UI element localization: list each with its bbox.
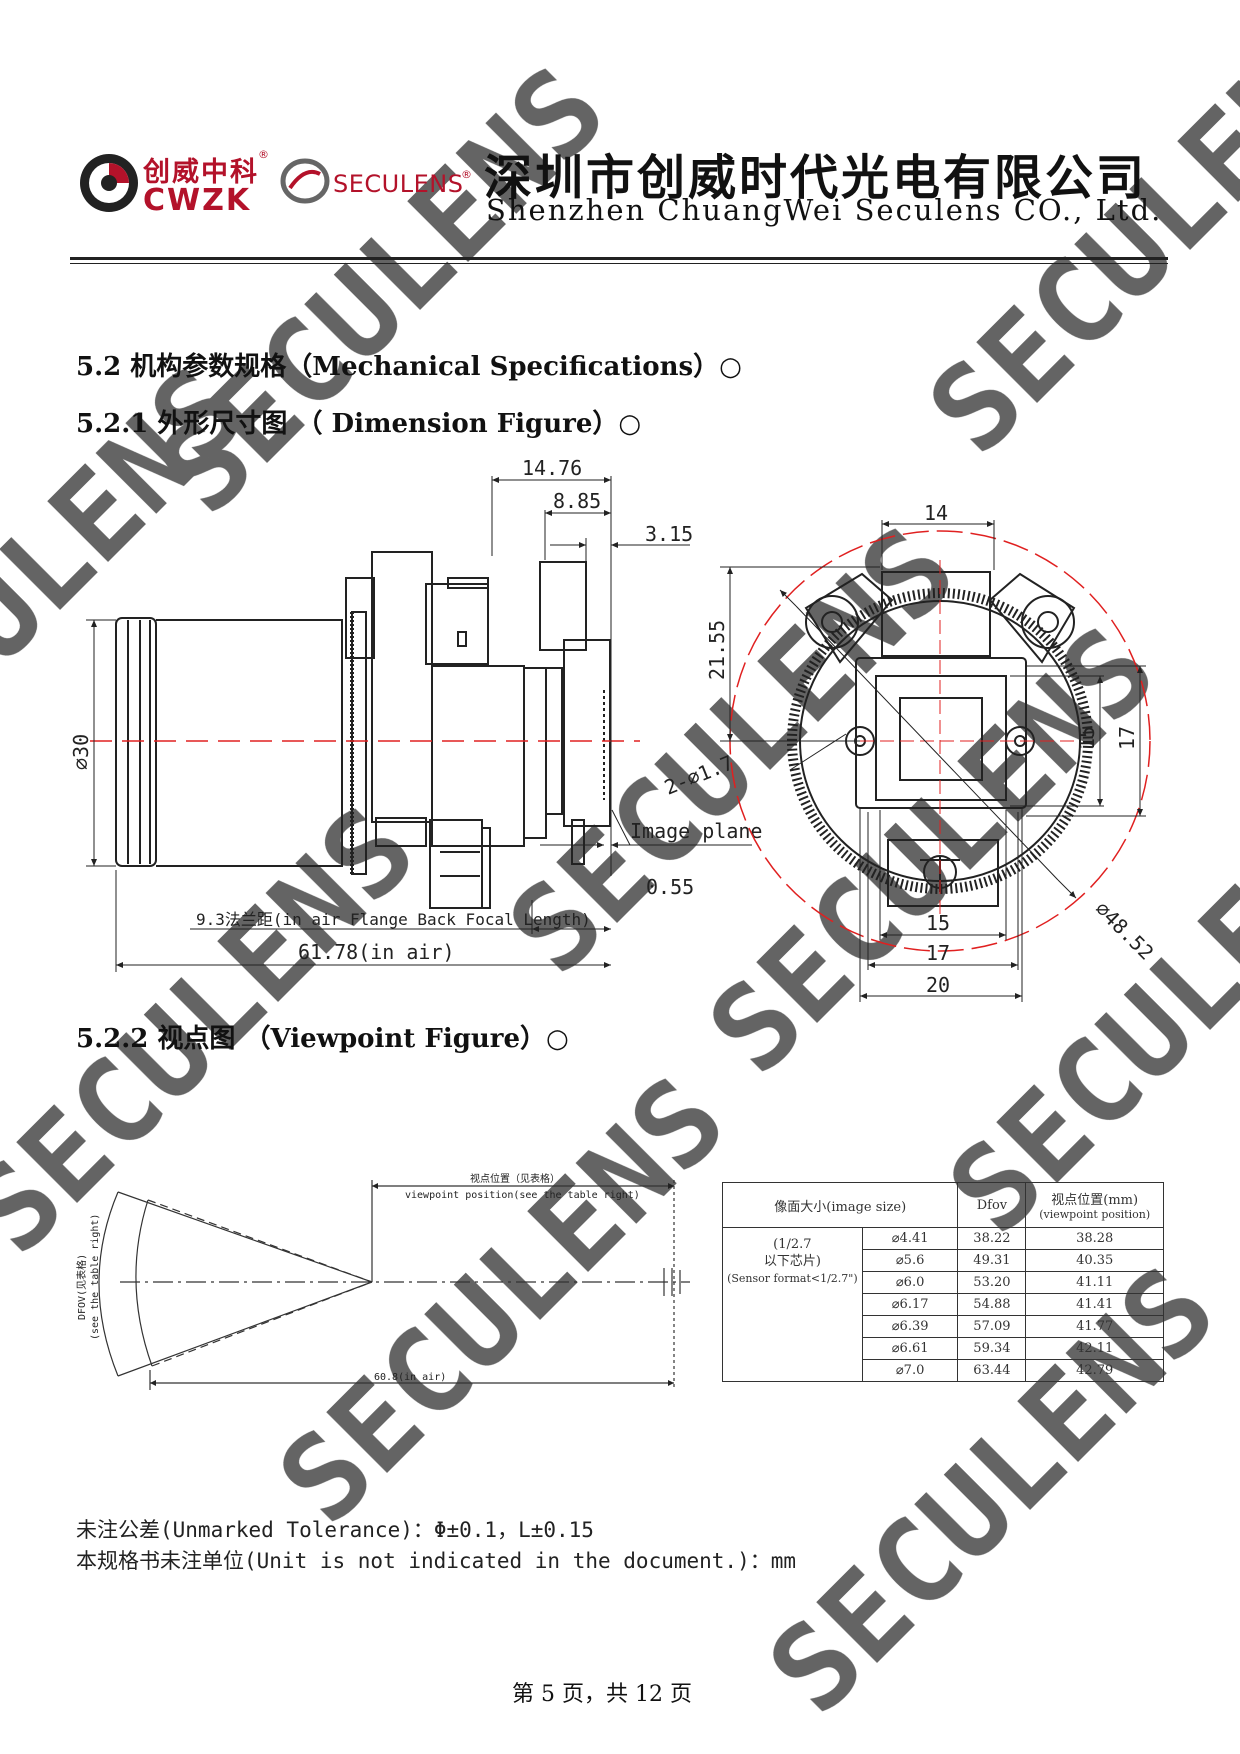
company-name-en: Shenzhen ChuangWei Seculens CO., Ltd. — [486, 193, 1163, 227]
sensor-label: 以下芯片) — [763, 1254, 821, 1269]
page-number: 第 5 页，共 12 页 — [512, 1682, 692, 1707]
viewpoint-figure: 视点位置（见表格） viewpoint position(see the tab… — [75, 1172, 690, 1390]
unit-note: 本规格书未注单位(Unit is not indicated in the do… — [76, 1549, 797, 1573]
company-name-cn: 深圳市创威时代光电有限公司 — [484, 150, 1148, 206]
cell-dfov: 54.88 — [957, 1293, 1027, 1316]
cell-size: ⌀6.39 — [861, 1315, 959, 1338]
dim-flange-back-focal-length: 9.3法兰距(in air Flange Back Focal Length) — [196, 910, 591, 929]
sensor-label: (1/2.7 — [773, 1237, 812, 1252]
table-row: (1/2.7 以下芯片) (Sensor format<1/2.7") ⌀4.4… — [722, 1227, 1164, 1382]
viewpoint-top-label-en: viewpoint position(see the table right) — [405, 1190, 640, 1201]
viewpoint-side-label-en: (see the table right) — [90, 1214, 101, 1340]
dim-15-vertical: 15 — [1075, 726, 1099, 750]
logo-en: CWZK — [143, 183, 252, 218]
sensor-label: (Sensor format<1/2.7") — [727, 1272, 858, 1285]
viewpoint-bottom-label: 60.8(in air) — [374, 1372, 446, 1383]
logo-cn: 创威中科 — [143, 157, 259, 188]
table-header-row: 像面大小(image size) Dfov 视点位置(mm) (viewpoin… — [721, 1182, 1164, 1228]
header-vp-cn: 视点位置(mm) — [1051, 1193, 1139, 1208]
cell-vp: 41.11 — [1025, 1271, 1164, 1294]
dim-14: 14 — [924, 501, 948, 525]
table-row: ⌀6.39 57.09 41.77 — [723, 1315, 1164, 1338]
table-row: ⌀6.61 59.34 42.11 — [723, 1337, 1164, 1360]
table-row: ⌀5.6 49.31 40.35 — [723, 1249, 1164, 1272]
header-rule — [70, 263, 1168, 264]
viewpoint-top-label-cn: 视点位置（见表格） — [470, 1172, 560, 1185]
dim-14-76: 14.76 — [522, 456, 582, 480]
cell-size: ⌀6.61 — [861, 1337, 959, 1360]
sensor-format-cell: (1/2.7 以下芯片) (Sensor format<1/2.7") — [722, 1227, 863, 1382]
table-row: ⌀6.17 54.88 41.41 — [723, 1293, 1164, 1316]
cell-dfov: 57.09 — [957, 1315, 1027, 1338]
lens-side-view — [115, 551, 611, 909]
cell-dfov: 63.44 — [957, 1359, 1027, 1382]
cell-vp: 41.77 — [1025, 1315, 1164, 1338]
seculens-logo-icon — [280, 158, 330, 204]
dim-8-85: 8.85 — [553, 489, 601, 513]
cell-dfov: 53.20 — [957, 1271, 1027, 1294]
cell-dfov: 59.34 — [957, 1337, 1027, 1360]
header-dfov: Dfov — [957, 1182, 1027, 1228]
dim-diameter-48-52: ⌀48.52 — [1090, 897, 1158, 965]
dim-15-horizontal: 15 — [926, 911, 950, 935]
section-heading-5-2: 5.2 机构参数规格（Mechanical Specifications）○ — [76, 352, 742, 382]
reg-mark: ® — [258, 148, 269, 161]
section-heading-5-2-2: 5.2.2 视点图 （Viewpoint Figure）○ — [76, 1024, 569, 1054]
dim-17-horizontal: 17 — [926, 941, 950, 965]
cwzk-logo-icon — [80, 154, 138, 212]
viewpoint-side-label-cn: DFOV(见表格) — [75, 1254, 88, 1320]
dimension-figure: 14.76 8.85 3.15 ⌀30 0.55 9.3法兰距(in air F… — [69, 456, 1159, 1002]
dim-diameter-30: ⌀30 — [69, 734, 93, 770]
header-vp-en: (viewpoint position) — [1039, 1208, 1151, 1221]
cell-dfov: 38.22 — [957, 1227, 1027, 1250]
dim-total-length: 61.78(in air) — [298, 940, 455, 964]
cell-size: ⌀7.0 — [861, 1359, 959, 1382]
dim-20: 20 — [926, 973, 950, 997]
table-row: ⌀6.0 53.20 41.11 — [723, 1271, 1164, 1294]
cell-size: ⌀6.0 — [861, 1271, 959, 1294]
cell-size: ⌀4.41 — [861, 1227, 959, 1250]
header-image-size: 像面大小(image size) — [721, 1182, 959, 1228]
watermark-text: SECULENS — [902, 0, 1240, 480]
cell-size: ⌀5.6 — [861, 1249, 959, 1272]
cell-vp: 42.79 — [1025, 1359, 1164, 1382]
cell-vp: 38.28 — [1025, 1227, 1164, 1250]
dim-holes: 2-⌀1.7 — [661, 750, 737, 799]
cell-size: ⌀6.17 — [861, 1293, 959, 1316]
viewpoint-table: 像面大小(image size) Dfov 视点位置(mm) (viewpoin… — [721, 1182, 1164, 1382]
cell-vp: 42.11 — [1025, 1337, 1164, 1360]
lens-front-view — [729, 530, 1151, 952]
seculens-logo-text: SECULENS — [333, 170, 464, 198]
header-viewpoint-position: 视点位置(mm) (viewpoint position) — [1025, 1182, 1164, 1228]
cell-vp: 41.41 — [1025, 1293, 1164, 1316]
image-plane-label: Image plane — [630, 819, 762, 843]
tolerance-note: 未注公差(Unmarked Tolerance)：Φ±0.1，L±0.15 — [76, 1518, 594, 1542]
dim-0-55: 0.55 — [646, 875, 694, 899]
dim-3-15: 3.15 — [645, 522, 693, 546]
reg-mark: ® — [461, 168, 472, 181]
dim-21-55: 21.55 — [705, 620, 729, 680]
cell-dfov: 49.31 — [957, 1249, 1027, 1272]
dim-17-vertical: 17 — [1115, 726, 1139, 750]
table-row: ⌀7.0 63.44 42.79 — [723, 1359, 1164, 1382]
header-rule — [70, 257, 1168, 260]
cell-vp: 40.35 — [1025, 1249, 1164, 1272]
section-heading-5-2-1: 5.2.1 外形尺寸图 （ Dimension Figure）○ — [76, 409, 642, 439]
